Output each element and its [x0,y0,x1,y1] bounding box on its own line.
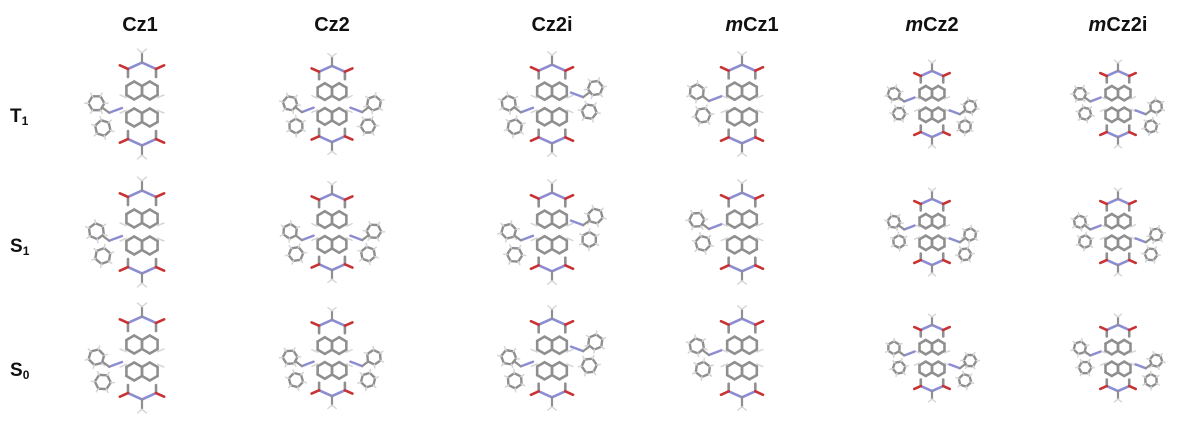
molecule-structure [686,51,765,157]
molecule-structure [497,51,608,157]
molecule-structure [278,52,385,156]
molecule-structure [883,187,980,277]
molecule-structure [685,305,765,411]
molecule-structure [84,176,166,288]
molecule-structure [884,59,980,149]
molecule-structure [84,48,166,160]
row-label-s0: S0 [10,360,30,382]
molecule-structure [1070,313,1166,403]
molecule-structure [278,306,385,410]
molecule-structure [684,179,765,285]
column-header-mcz2i: mCz2i [1088,14,1148,36]
column-header-cz1: Cz1 [122,14,158,36]
molecule-structure [279,180,386,284]
molecule-structure [496,305,607,411]
molecule-structure [1070,187,1166,277]
row-label-t1: T1 [10,106,29,128]
molecule-structure [1069,59,1166,149]
column-header-mcz1: mCz1 [725,14,779,36]
molecule-structure [884,313,981,403]
row-label-s1: S1 [10,236,30,258]
molecule-structure [497,179,607,285]
column-header-cz2i: Cz2i [531,14,573,36]
molecule-structure [84,302,166,414]
column-header-cz2: Cz2 [314,14,350,36]
column-header-mcz2: mCz2 [905,14,959,36]
